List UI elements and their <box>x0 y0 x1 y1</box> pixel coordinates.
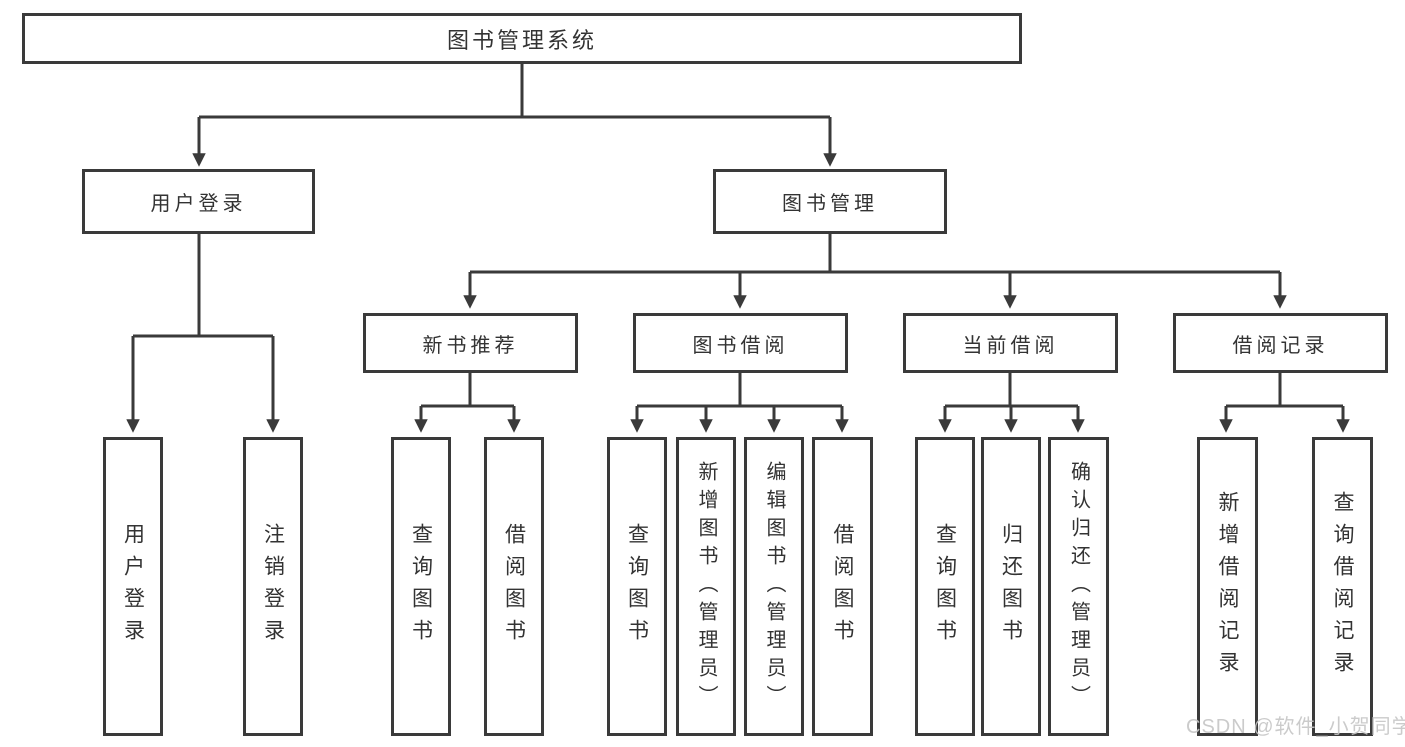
leaf-current-confirm-return-admin: 确认归还（管理员） <box>1048 437 1109 736</box>
leaf-label: 查询图书 <box>933 522 957 651</box>
leaf-current-return-books: 归还图书 <box>981 437 1041 736</box>
leaf-label: 新增借阅记录 <box>1216 490 1239 683</box>
leaf-label: 用户登录 <box>121 522 145 651</box>
node-root: 图书管理系统 <box>22 13 1022 64</box>
node-book-management-label: 图书管理 <box>782 193 878 215</box>
leaf-records-add-record: 新增借阅记录 <box>1197 437 1258 736</box>
node-root-label: 图书管理系统 <box>446 27 597 53</box>
node-book-borrow: 图书借阅 <box>633 313 848 373</box>
leaf-current-query-books: 查询图书 <box>915 437 975 736</box>
node-borrow-records-label: 借阅记录 <box>1232 334 1329 357</box>
leaf-label: 编辑图书（管理员） <box>763 460 785 713</box>
leaf-label: 归还图书 <box>999 522 1023 651</box>
leaf-label: 借阅图书 <box>502 522 526 651</box>
leaf-label: 借阅图书 <box>831 522 854 651</box>
leaf-recommend-query-books: 查询图书 <box>391 437 451 736</box>
leaf-label: 查询图书 <box>409 522 433 651</box>
leaf-borrow-edit-books-admin: 编辑图书（管理员） <box>744 437 804 736</box>
leaf-label: 查询借阅记录 <box>1331 490 1354 683</box>
leaf-borrow-borrow-books: 借阅图书 <box>812 437 873 736</box>
node-current-borrow-label: 当前借阅 <box>962 334 1059 357</box>
node-borrow-records: 借阅记录 <box>1173 313 1388 373</box>
leaf-recommend-borrow-books: 借阅图书 <box>484 437 544 736</box>
leaf-login-user-login: 用户登录 <box>103 437 163 736</box>
leaf-borrow-query-books: 查询图书 <box>607 437 667 736</box>
node-user-login-label: 用户登录 <box>150 193 247 215</box>
node-new-book-recommend-label: 新书推荐 <box>422 334 519 357</box>
leaf-label: 确认归还（管理员） <box>1067 460 1090 713</box>
leaf-records-query-record: 查询借阅记录 <box>1312 437 1373 736</box>
node-book-management: 图书管理 <box>713 169 947 234</box>
leaf-label: 新增图书（管理员） <box>695 460 717 713</box>
node-user-login: 用户登录 <box>82 169 315 234</box>
leaf-borrow-add-books-admin: 新增图书（管理员） <box>676 437 736 736</box>
connector-arrows <box>126 117 1350 433</box>
node-book-borrow-label: 图书借阅 <box>692 334 789 357</box>
leaf-label: 查询图书 <box>625 522 649 651</box>
csdn-watermark: CSDN @软件_小贺同学 <box>1186 716 1405 738</box>
node-new-book-recommend: 新书推荐 <box>363 313 578 373</box>
leaf-label: 注销登录 <box>261 522 285 651</box>
node-current-borrow: 当前借阅 <box>903 313 1118 373</box>
leaf-login-logout: 注销登录 <box>243 437 303 736</box>
